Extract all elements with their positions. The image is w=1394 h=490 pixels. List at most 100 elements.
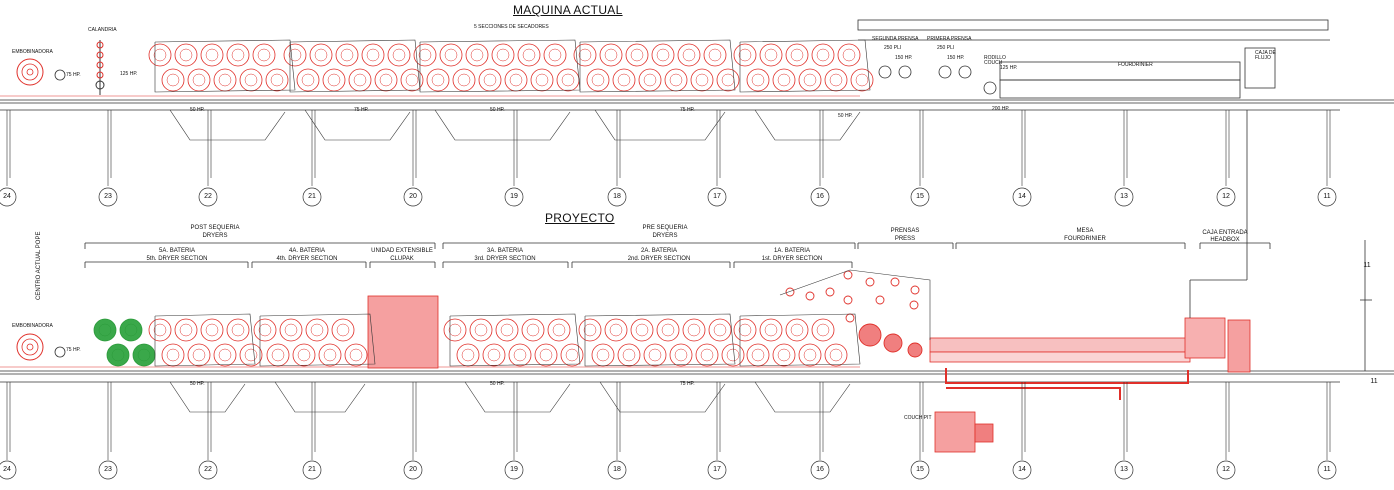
- dryer-cylinder: [677, 43, 701, 67]
- dryer-cylinder: [482, 343, 506, 367]
- section-5-es: 5A. BATERIA: [159, 248, 195, 254]
- axis-label-11: 11: [1323, 466, 1331, 473]
- dryer-cylinder: [759, 318, 783, 342]
- axis-label-12: 12: [1222, 193, 1230, 200]
- section-2-en: 2nd. DRYER SECTION: [627, 256, 691, 262]
- post-dryers-label: DRYERS: [202, 233, 228, 239]
- dryer-cylinder: [239, 343, 263, 367]
- press-roll: [938, 65, 952, 79]
- dryer-cylinder: [521, 318, 545, 342]
- embobinadora-label-top: EMBOBINADORA: [12, 49, 53, 55]
- dryer-cylinder: [534, 343, 558, 367]
- dryer-cylinder: [465, 43, 489, 67]
- headbox-label: HEADBOX: [1210, 237, 1240, 243]
- dryer-cylinder: [759, 43, 783, 67]
- dryer-cylinder: [798, 343, 822, 367]
- dryer-cylinder: [426, 68, 450, 92]
- dryer-cylinder: [148, 318, 172, 342]
- dryer-cylinder: [456, 343, 480, 367]
- dryer-cylinder: [200, 43, 224, 67]
- section-2-es: 2A. BATERIA: [641, 248, 677, 254]
- dryer-cylinder: [625, 43, 649, 67]
- hp-50-bottom-b: 50 HP.: [490, 381, 505, 387]
- axis-bubble: [403, 460, 423, 480]
- dryer-cylinder: [335, 43, 359, 67]
- axis-bubble: [1012, 460, 1032, 480]
- dryer-cylinder: [279, 318, 303, 342]
- caja-de-flujo-label: CAJA DE FLUJO: [1255, 50, 1276, 61]
- axis-bubble: [1114, 460, 1134, 480]
- axis-label-22: 22: [204, 466, 212, 473]
- axis-label-18: 18: [613, 193, 621, 200]
- dryer-cylinder: [604, 318, 628, 342]
- dryer-cylinder: [296, 68, 320, 92]
- prensas-label: PRENSAS: [890, 228, 920, 234]
- press-label: PRESS: [894, 236, 916, 242]
- dryer-cylinder: [305, 318, 329, 342]
- axis-bubble: [707, 187, 727, 207]
- couch-pit-label: COUCH PIT: [904, 415, 932, 421]
- dryer-cylinder: [638, 68, 662, 92]
- press-roll: [907, 342, 923, 358]
- press-roll: [785, 287, 795, 297]
- dryer-cylinder: [643, 343, 667, 367]
- axis-bubble: [707, 460, 727, 480]
- calandria-stack: [95, 40, 105, 95]
- press-roll: [825, 287, 835, 297]
- axis-bubble: [504, 187, 524, 207]
- unidad-extensible-label: UNIDAD EXTENSIBLE: [371, 248, 433, 254]
- dryer-cylinder: [374, 68, 398, 92]
- dryer-cylinder: [733, 318, 757, 342]
- dryer-cylinder: [283, 43, 307, 67]
- axis-bubble: [910, 187, 930, 207]
- axis-bubble: [198, 187, 218, 207]
- dryer-cylinder: [733, 43, 757, 67]
- segunda-prensa-label: SEGUNDA PRENSA: [872, 36, 919, 42]
- section-4-es: 4A. BATERIA: [289, 248, 325, 254]
- dryer-cylinder: [174, 43, 198, 67]
- dryer-cylinder: [322, 68, 346, 92]
- axis-label-12: 12: [1222, 466, 1230, 473]
- hp-75-top-c: 75 HP.: [680, 107, 695, 113]
- dryer-cylinder: [517, 43, 541, 67]
- press-roll: [958, 65, 972, 79]
- hp-50-top: 50 HP.: [190, 107, 205, 113]
- calandria-label: CALANDRIA: [88, 27, 117, 33]
- axis-label-17: 17: [713, 466, 721, 473]
- press-roll: [805, 291, 815, 301]
- dryer-cylinder: [495, 318, 519, 342]
- press-roll: [878, 65, 892, 79]
- press-roll: [843, 270, 853, 280]
- dryer-cylinder: [772, 343, 796, 367]
- dryer-cylinder: [690, 68, 714, 92]
- caja-entrada-label: CAJA ENTRADA: [1202, 230, 1248, 236]
- dryer-cylinder: [811, 318, 835, 342]
- hp-125-top-b: 125 HP.: [1000, 65, 1018, 71]
- hp-150-b: 150 HP.: [947, 55, 965, 61]
- dryer-cylinder: [331, 318, 355, 342]
- dryer-cylinder: [253, 318, 277, 342]
- axis-bubble: [403, 187, 423, 207]
- side-axis-label-b: 11: [1370, 378, 1378, 385]
- dryer-cylinder: [785, 43, 809, 67]
- axis-bubble: [1317, 187, 1337, 207]
- dryer-cylinder: [746, 68, 770, 92]
- dryer-cylinder: [226, 318, 250, 342]
- press-roll: [898, 65, 912, 79]
- axis-bubble: [1012, 187, 1032, 207]
- dryer-cylinder: [413, 43, 437, 67]
- axis-label-16: 16: [816, 466, 824, 473]
- dryer-cylinder: [591, 343, 615, 367]
- dryer-cylinder: [252, 43, 276, 67]
- dryer-cylinder: [837, 43, 861, 67]
- axis-label-13: 13: [1120, 193, 1128, 200]
- dryer-cylinder: [586, 68, 610, 92]
- dryer-cylinder: [439, 43, 463, 67]
- section-3-en: 3rd. DRYER SECTION: [474, 256, 536, 262]
- dryer-cylinder: [716, 68, 740, 92]
- embobinadora-reel-top: [16, 58, 66, 86]
- pli-250-b: 250 PLI: [937, 45, 955, 51]
- dryer-cylinder: [617, 343, 641, 367]
- dryer-cylinder: [443, 318, 467, 342]
